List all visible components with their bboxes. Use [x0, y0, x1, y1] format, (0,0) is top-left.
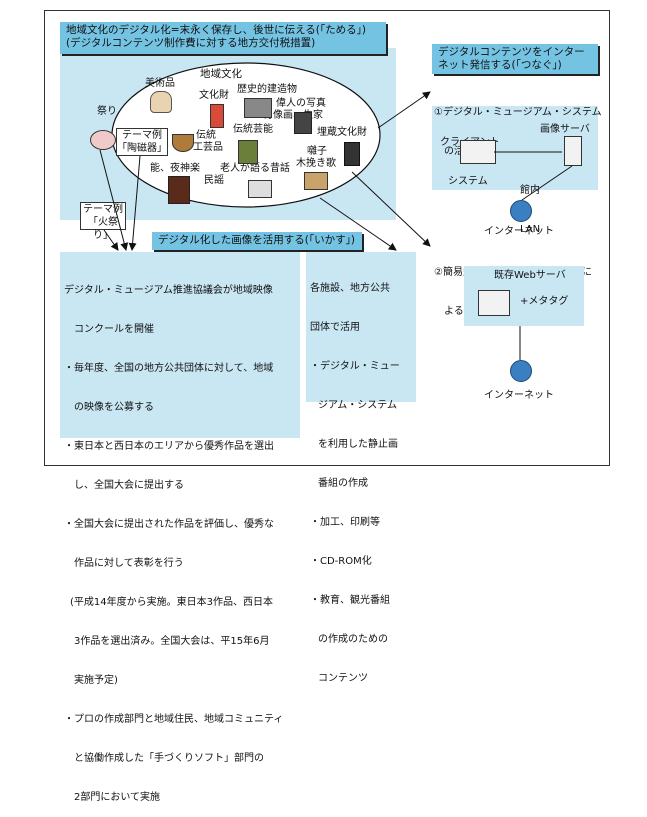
arrow-from-festival-item: [100, 150, 126, 250]
contest-bullet-5: ・全国大会に提出された作品を評価し、優秀な: [64, 518, 283, 531]
contest-bullet-4: し、全国大会に提出する: [64, 479, 283, 492]
contest-bullet-9: 実施予定): [64, 674, 283, 687]
contest-bullet-11: と協働作成した「手づくりソフト」部門の: [64, 752, 283, 765]
contest-bullet-10: ・プロの作成部門と地域住民、地域コミュニティ: [64, 713, 283, 726]
arrow-from-festival: [104, 230, 118, 250]
facilities-line-7: ・加工、印刷等: [310, 516, 400, 529]
arrow-to-connect: [378, 92, 430, 128]
arrows-layer: [0, 0, 647, 476]
contest-bullet-8: 3作品を選出済み。全国大会は、平15年6月: [64, 635, 283, 648]
arrow-from-ceramics: [132, 156, 140, 250]
contest-bullet-12: 2部門において実施: [64, 791, 283, 804]
facilities-line-8: ・CD-ROM化: [310, 555, 400, 568]
arrow-server-internet: [522, 166, 572, 200]
facilities-line-9: ・教育、観光番組: [310, 594, 400, 607]
arrow-to-simple-museum: [352, 172, 430, 246]
contest-bullet-6: 作品に対して表彰を行う: [64, 557, 283, 570]
facilities-line-10: の作成のための: [310, 633, 400, 646]
contest-bullet-7: (平成14年度から実施。東日本3作品、西日本: [64, 596, 283, 609]
facilities-line-6: 番組の作成: [310, 477, 400, 490]
facilities-line-11: コンテンツ: [310, 672, 400, 685]
arrow-to-facilities: [320, 198, 396, 250]
